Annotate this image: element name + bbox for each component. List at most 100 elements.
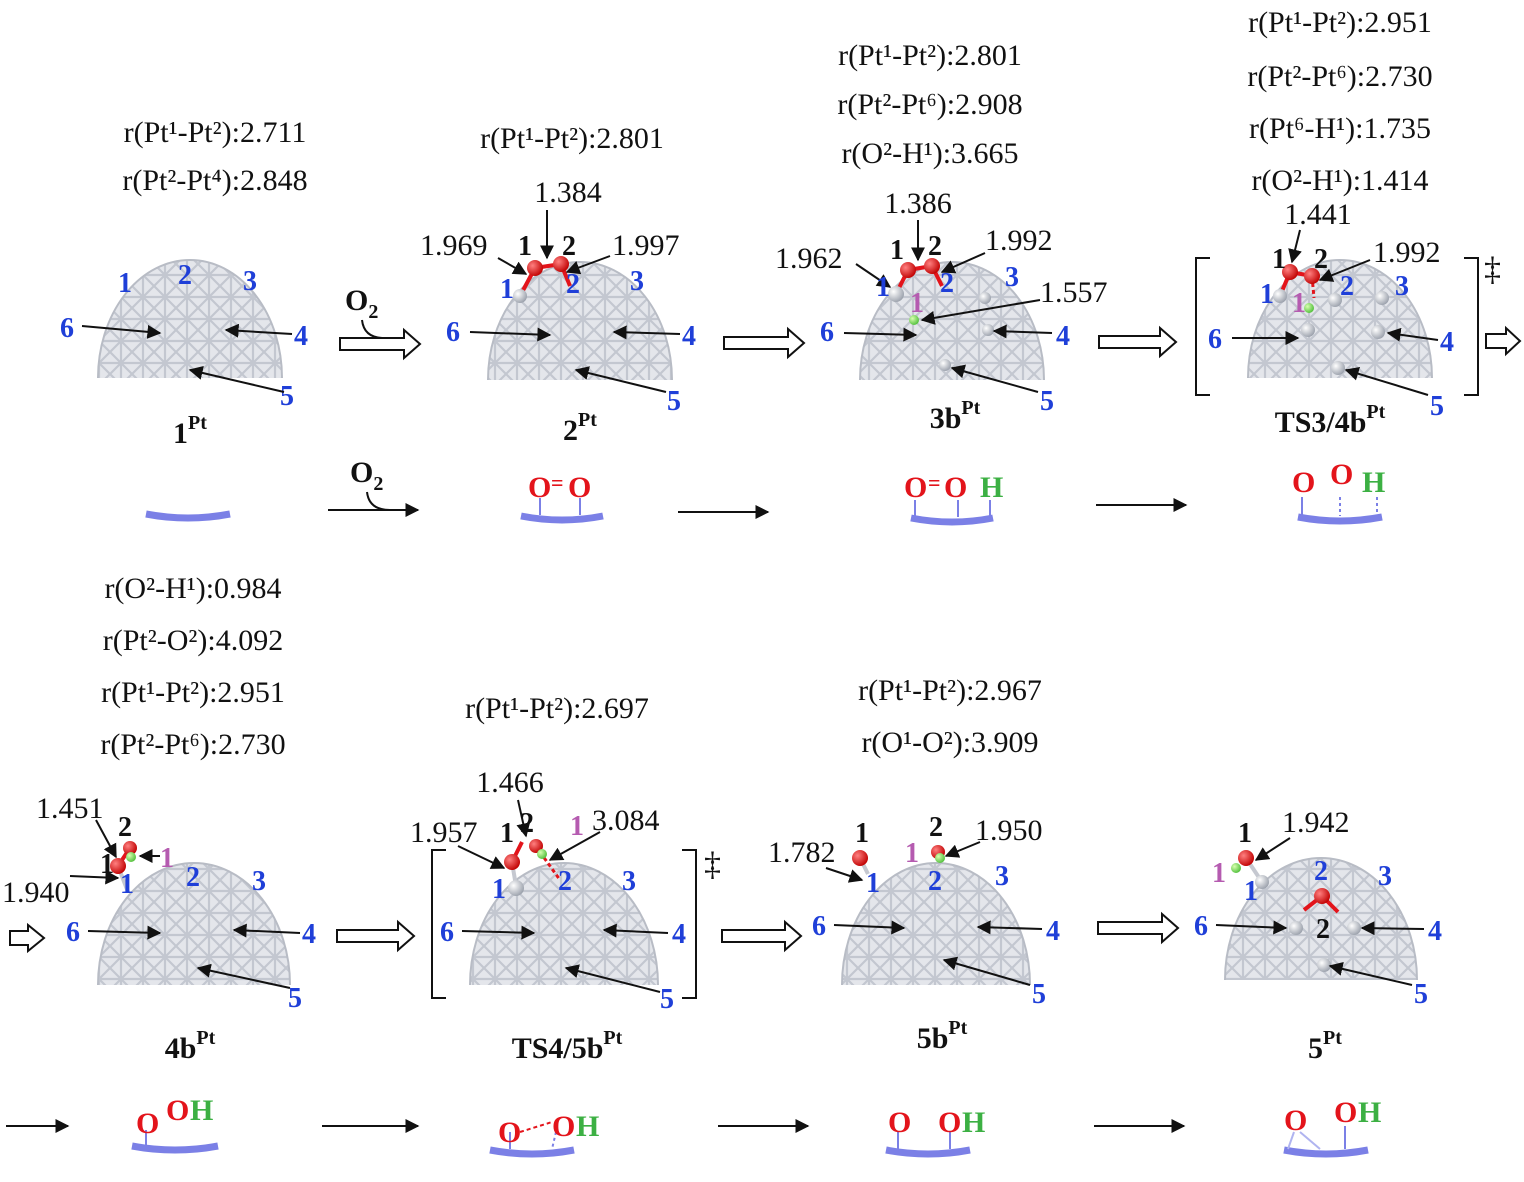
annotation: 1.942 xyxy=(1282,806,1350,839)
pointer-arrow xyxy=(1288,229,1302,264)
pointer-arrow xyxy=(950,364,1039,393)
schematic-row-1: O2 O O = O O = H O O H xyxy=(145,456,1385,526)
annotation: 1.962 xyxy=(775,242,843,275)
ts-bracket-right xyxy=(1464,257,1479,396)
svg-text:1: 1 xyxy=(855,818,869,849)
pt-label-4: 4 xyxy=(682,321,696,352)
pointer-arrow xyxy=(188,366,285,393)
pt-cluster xyxy=(1247,259,1433,379)
annotation: 1.992 xyxy=(985,224,1053,257)
distance-label: r(O¹-O²):3.909 xyxy=(861,726,1038,759)
pointer-arrow xyxy=(469,327,552,342)
svg-text:2: 2 xyxy=(118,812,132,843)
hydrogen-label: H xyxy=(962,1106,985,1139)
surface-bar xyxy=(885,1146,971,1158)
pointer-arrow xyxy=(944,841,981,858)
pointer-arrow xyxy=(920,299,1041,325)
svg-text:1: 1 xyxy=(890,235,904,266)
annotation: 1.466 xyxy=(476,766,544,799)
oxygen-atom xyxy=(1314,888,1330,904)
pt-label-3: 3 xyxy=(995,861,1009,892)
pt-label-6: 6 xyxy=(446,317,460,348)
oxygen-atom xyxy=(852,850,868,866)
annotation: 1.386 xyxy=(884,187,952,220)
annotation: 1.384 xyxy=(534,176,602,209)
panel-3bpt: r(Pt¹-Pt²):2.801 r(Pt²-Pt⁶):2.908 r(O²-H… xyxy=(775,39,1108,435)
hydrogen-label: H xyxy=(1358,1096,1381,1129)
pt-atom xyxy=(513,289,527,303)
pt-label-4: 4 xyxy=(672,919,686,950)
pt-label-5: 5 xyxy=(1040,386,1054,417)
svg-text:1: 1 xyxy=(500,818,514,849)
distance-label: r(Pt⁶-H¹):1.735 xyxy=(1249,112,1431,145)
pt-atom xyxy=(508,880,524,896)
distance-label: r(Pt¹-Pt²):2.951 xyxy=(1248,6,1432,39)
pt-label-5: 5 xyxy=(660,984,674,1015)
hydrogen-atom xyxy=(909,315,919,325)
pointer-arrow xyxy=(224,323,293,338)
pt-atom xyxy=(1289,921,1303,935)
svg-text:1: 1 xyxy=(1292,288,1306,319)
pt-atom xyxy=(1317,958,1331,972)
ts-mark: ‡ xyxy=(1484,251,1501,288)
hydrogen-atom xyxy=(1231,863,1241,873)
annotation: 1.441 xyxy=(1284,198,1352,231)
pointer-arrow xyxy=(855,263,892,288)
pt-atom xyxy=(1328,293,1342,307)
oxygen-atom xyxy=(1238,850,1254,866)
structure-label: 1Pt xyxy=(173,412,207,450)
pt-label-2: 2 xyxy=(558,866,572,897)
pt-atom xyxy=(979,292,991,304)
pt-label-6: 6 xyxy=(66,917,80,948)
pt-label-6: 6 xyxy=(812,911,826,942)
oxygen-label: O xyxy=(1292,466,1315,499)
pt-cluster xyxy=(1224,857,1418,981)
pointer-arrow xyxy=(1328,962,1413,986)
svg-text:1: 1 xyxy=(1238,818,1252,849)
svg-text:2: 2 xyxy=(520,808,534,839)
distance-label: r(O²-H¹):3.665 xyxy=(841,137,1018,170)
distance-label: r(Pt¹-Pt²):2.711 xyxy=(124,116,307,149)
hydrogen-label: H xyxy=(190,1094,213,1127)
distance-label: r(Pt²-O²):4.092 xyxy=(103,624,283,657)
distance-label: r(O²-H¹):1.414 xyxy=(1251,164,1428,197)
distance-label: r(Pt²-Pt⁶):2.730 xyxy=(100,728,285,761)
pt-label-5: 5 xyxy=(1032,979,1046,1010)
pt-label-3: 3 xyxy=(243,266,257,297)
svg-text:=: = xyxy=(928,470,941,495)
structure-label: 4bPt xyxy=(165,1027,216,1065)
pt-label-4: 4 xyxy=(1428,916,1442,947)
annotation: 1.451 xyxy=(36,792,104,825)
pt-label-1: 1 xyxy=(876,272,890,303)
pt-label-3: 3 xyxy=(252,866,266,897)
surface-bar xyxy=(1297,513,1383,525)
svg-text:2: 2 xyxy=(928,231,942,262)
svg-text:=: = xyxy=(551,470,564,495)
annotation: 1.992 xyxy=(1373,236,1441,269)
pointer-arrow xyxy=(548,831,601,861)
panel-5pt: 1.942 1 1 2 1 2 3 6 4 5 5Pt xyxy=(1194,806,1442,1065)
oxygen-label: O xyxy=(888,1106,911,1139)
reagent-o2: O2 xyxy=(345,284,378,323)
pt-label-1: 1 xyxy=(1244,876,1258,907)
oxygen-atom xyxy=(900,262,916,278)
oxygen-atom xyxy=(553,256,569,272)
pt-label-5: 5 xyxy=(1414,979,1428,1010)
pt-atom xyxy=(1375,291,1389,305)
pt-label-4: 4 xyxy=(1440,327,1454,358)
svg-text:1: 1 xyxy=(160,843,174,874)
pt-label-1: 1 xyxy=(1260,279,1274,310)
oxygen-label: O xyxy=(904,471,927,504)
pointer-arrow xyxy=(565,255,611,275)
hollow-arrow xyxy=(9,922,46,954)
pointer-arrow xyxy=(95,819,117,859)
pt-label-3: 3 xyxy=(630,266,644,297)
pt-label-2: 2 xyxy=(928,866,942,897)
hydrogen-atom xyxy=(126,852,136,862)
pointer-arrow xyxy=(1254,837,1291,861)
oxygen-label: O xyxy=(938,1106,961,1139)
oxygen-label: O xyxy=(136,1107,159,1140)
pt-label-1: 1 xyxy=(118,268,132,299)
panel-4bpt: r(O²-H¹):0.984 r(Pt²-O²):4.092 r(Pt¹-Pt²… xyxy=(2,572,316,1065)
structure-label: TS3/4bPt xyxy=(1275,401,1386,439)
